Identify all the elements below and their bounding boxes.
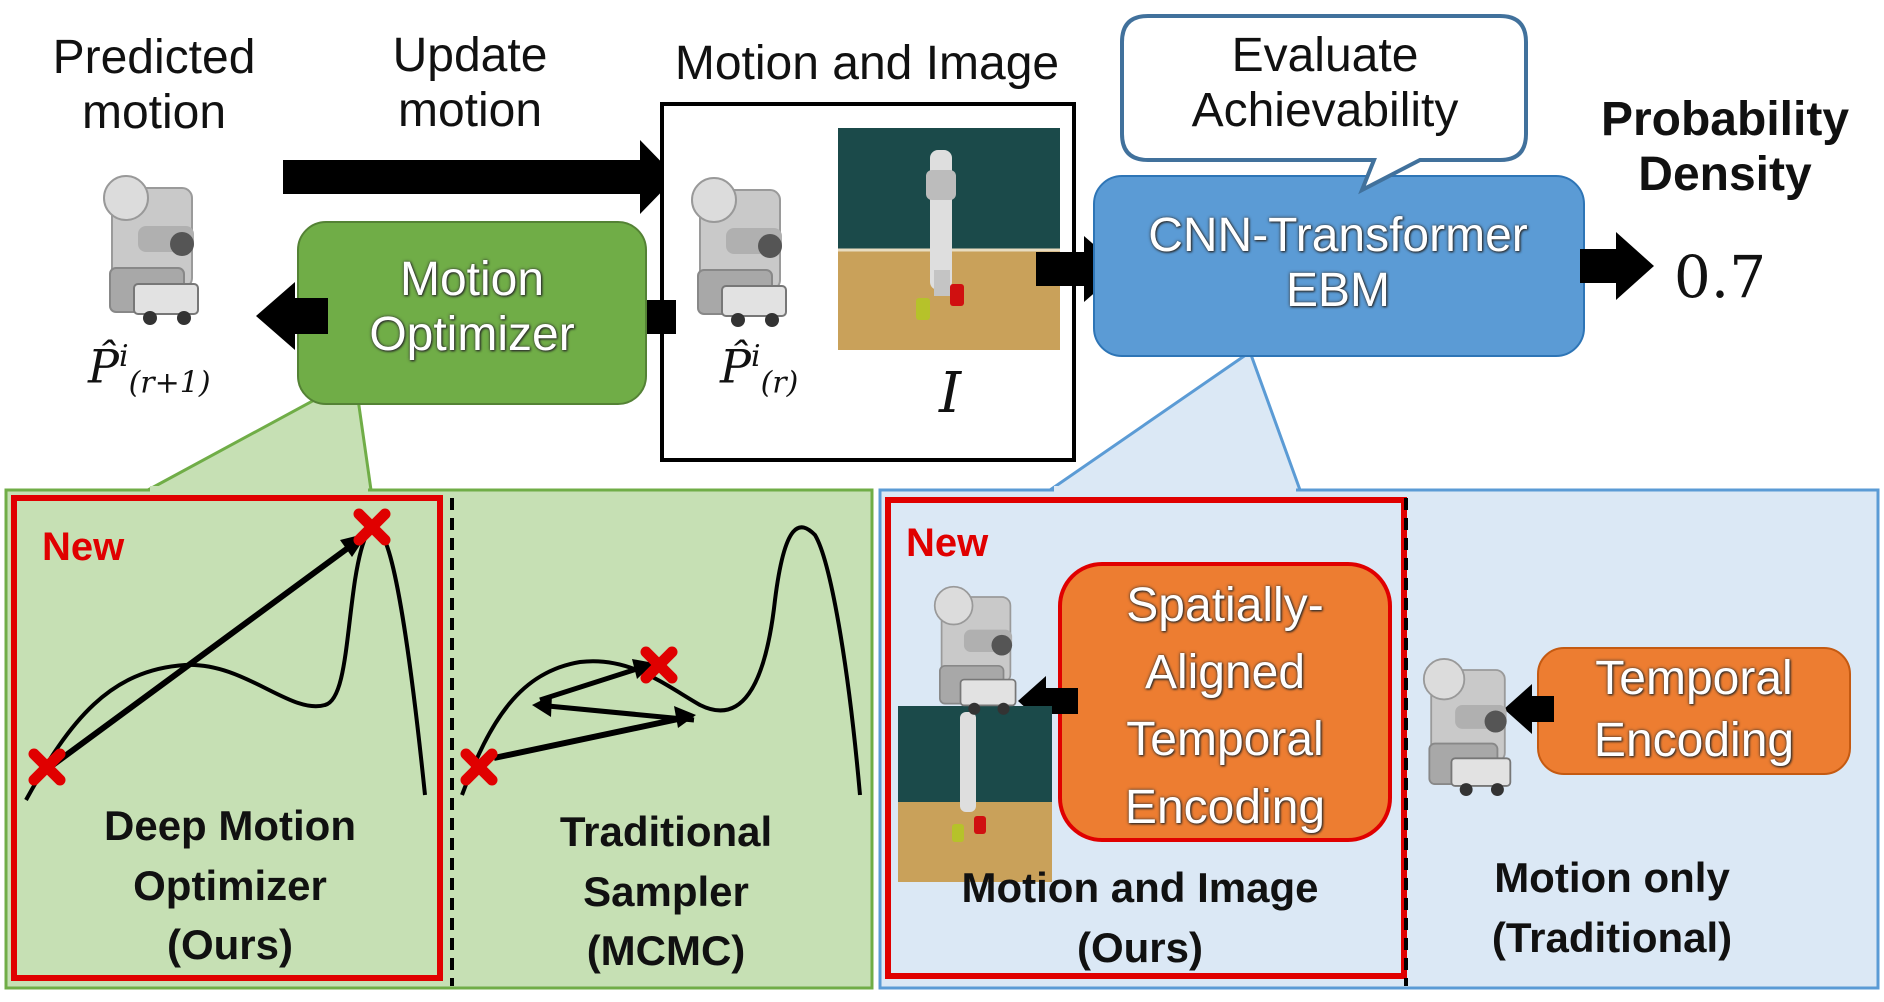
motion-image-title: Motion and Image: [674, 37, 1060, 90]
motion-optimizer-label: Motion Optimizer: [369, 253, 575, 362]
traditional-sampler-label: Traditional Sampler (MCMC): [559, 808, 773, 975]
scene-image-top: [838, 128, 1060, 350]
energy-curve-right: [460, 525, 862, 796]
start-marker-right: [460, 748, 498, 786]
predicted-motion-label: Predicted motion: [52, 31, 256, 140]
image-symbol: I: [938, 361, 962, 426]
robot-current-icon: [691, 177, 787, 328]
spatially-aligned-label: Spatially-Aligned Temporal Encoding: [1124, 579, 1326, 834]
new-badge-left: New: [42, 525, 125, 569]
motion-only-label: Motion only (Traditional): [1491, 854, 1733, 961]
p-cur-sub: (r): [760, 365, 799, 401]
new-badge-right: New: [906, 521, 989, 565]
cnn-transformer-label: CNN-Transformer EBM: [1148, 209, 1528, 318]
p-next-sub: (r+1): [128, 365, 211, 401]
deep-motion-optimizer-label: Deep Motion Optimizer (Ours): [104, 802, 356, 969]
motion-image-ours-label: Motion and Image (Ours): [961, 864, 1319, 971]
scene-image-bottom: [898, 706, 1052, 882]
evaluate-callout: [1120, 14, 1528, 195]
deep-optimizer-highlight: [11, 495, 443, 981]
end-marker-left: [353, 508, 391, 546]
update-motion-arrow: [640, 140, 676, 214]
evaluate-achievability-label: Evaluate Achievability: [1191, 29, 1459, 138]
temporal-encoding-label: Temporal Encoding: [1593, 652, 1795, 768]
start-marker-left: [28, 748, 66, 786]
p-next-symbol: P̂i(r+1): [88, 339, 248, 401]
robot-motion-only-icon: [1422, 658, 1512, 797]
p-next-base: P̂: [88, 339, 119, 394]
p-current-symbol: P̂i(r): [720, 339, 840, 401]
ebm-callout-wedge: [1045, 349, 1303, 492]
update-motion-label: Update motion: [392, 29, 548, 138]
p-cur-base: P̂: [720, 339, 751, 394]
robot-motion-image-icon: [933, 585, 1017, 716]
probability-density-label: Probability Density: [1600, 93, 1850, 202]
energy-curve-left: [24, 526, 427, 801]
p-next-sup: i: [118, 339, 129, 374]
end-marker-right: [640, 646, 678, 684]
p-cur-sup: i: [750, 339, 761, 374]
robot-predicted-icon: [103, 175, 199, 326]
probability-value: 0.7: [1673, 243, 1767, 311]
